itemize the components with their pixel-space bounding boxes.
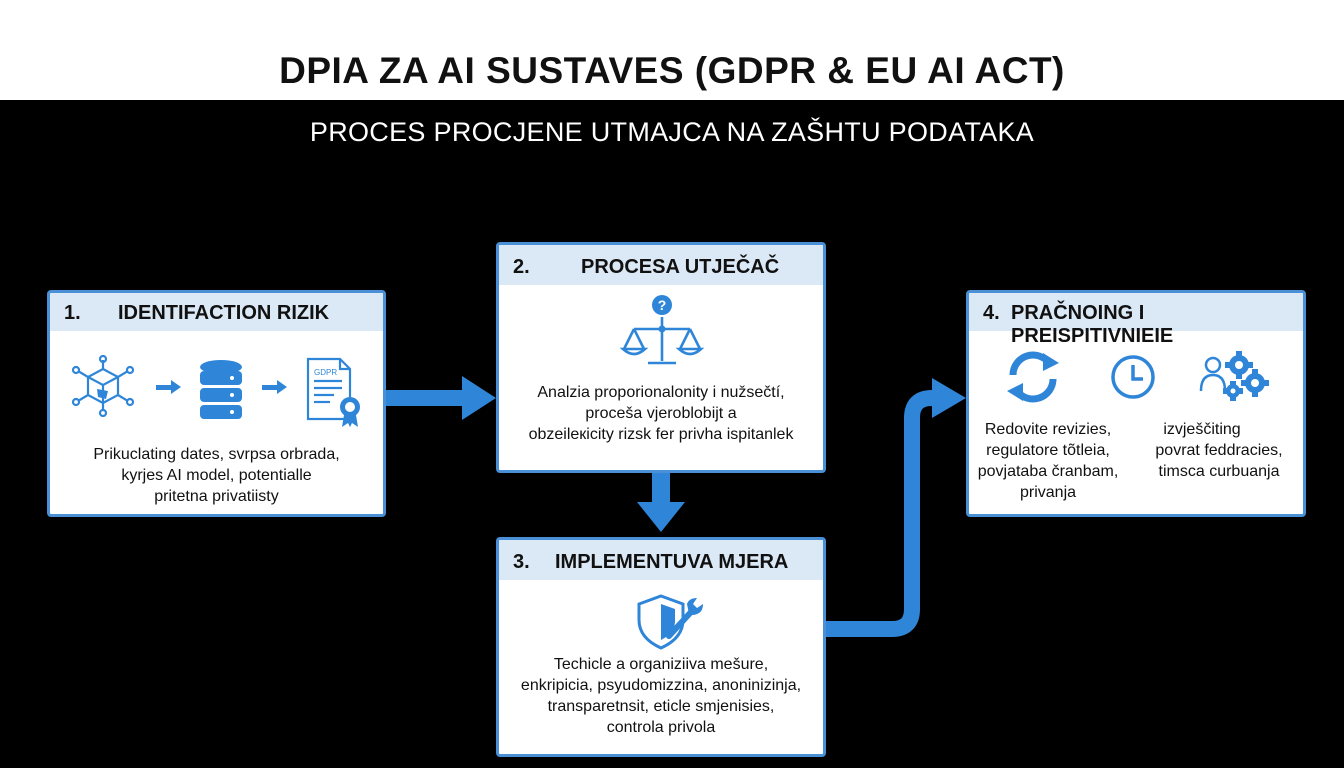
- step-number: 4.: [983, 302, 1000, 324]
- step-card-3: 3. IMPLEMENTUVA MJERA Techicle a organiz…: [496, 537, 826, 757]
- shield-wrench-icon: [637, 594, 703, 650]
- text-line: privanja: [1019, 484, 1077, 501]
- text-line: Redovite revizies,: [984, 421, 1112, 438]
- scales-question-icon: ?: [620, 295, 704, 365]
- step-title: IMPLEMENTUVA MJERA: [555, 551, 789, 573]
- step-number: 2.: [513, 256, 530, 278]
- text-line: enkripicia, psyudomizzina, anoninizinja,: [520, 677, 802, 694]
- step-card-1: 1. IDENTIFACTION RIZIK: [47, 290, 386, 517]
- text-line: Prikuclating dates, svrpsa orbrada,: [93, 446, 340, 463]
- text-line: povjataba čranbam,: [977, 463, 1119, 480]
- refresh-cycle-icon: [1007, 351, 1059, 403]
- step-card-4: 4. PRAČNOING I PREISPITIVNIEIE: [966, 290, 1306, 517]
- step-title: IDENTIFACTION RIZIK: [118, 302, 330, 324]
- text-line: pritetna privatiisty: [154, 488, 279, 505]
- arrow-right-icon: [262, 380, 287, 394]
- step-number: 3.: [513, 551, 530, 573]
- document-caption: GDPR: [314, 368, 337, 377]
- step-description-right: izvješčiting povrat feddracies, timsca c…: [1139, 419, 1299, 482]
- text-line: controla privola: [606, 719, 716, 736]
- arrow-step1-to-step2: [386, 376, 496, 420]
- step-header: 2. PROCESA UTJEČAČ: [499, 245, 823, 285]
- text-line: povrat feddracies,: [1155, 442, 1283, 459]
- step-header: 4. PRAČNOING I PREISPITIVNIEIE: [969, 293, 1303, 347]
- step-title: PRAČNOING I PREISPITIVNIEIE: [1011, 302, 1174, 347]
- step-title: PROCESA UTJEČAČ: [581, 256, 780, 278]
- step-description-left: Redovite revizies, regulatore tõtleia, p…: [969, 419, 1127, 503]
- text-line: Techicle a organiziiva mešure,: [553, 656, 769, 673]
- arrow-right-icon: [156, 380, 181, 394]
- svg-text:?: ?: [658, 297, 667, 313]
- step-card-2: 2. PROCESA UTJEČAČ ? Analzia proporional…: [496, 242, 826, 473]
- step-number: 1.: [64, 302, 81, 324]
- step-description: Prikuclating dates, svrpsa orbrada, kyrj…: [50, 444, 383, 507]
- text-line: Analzia proporionalonity i nužsečtí,: [537, 384, 785, 401]
- step-description: Techicle a organiziiva mešure, enkripici…: [499, 654, 823, 738]
- clock-icon: [1111, 355, 1155, 399]
- page-title: DPIA ZA AI SUSTAVES (GDPR & EU AI ACT): [279, 50, 1065, 91]
- step-header: 1. IDENTIFACTION RIZIK: [50, 293, 383, 331]
- ai-chip-network-icon: [71, 355, 135, 417]
- text-line: regulatore tõtleia,: [986, 442, 1110, 459]
- arrow-step3-to-step4: [826, 378, 966, 637]
- arrow-step2-to-step3: [637, 472, 685, 532]
- text-line: kyrjes AI model, potentialle: [121, 467, 312, 484]
- text-line: proceša vjeroblobijt a: [585, 405, 737, 422]
- step-description: Analzia proporionalonity i nužsečtí, pro…: [499, 382, 823, 445]
- page-subtitle: PROCES PROCJENE UTMAJCA NA ZAŠHTU PODATA…: [309, 117, 1035, 147]
- text-line: transparetnsit, eticle smjenisies,: [547, 698, 775, 715]
- text-line: izvješčiting: [1163, 421, 1241, 438]
- text-line: obzeileкicity rizsk fer privha ispitanle…: [528, 426, 794, 443]
- team-gears-icon: [1199, 351, 1269, 401]
- document-certificate-icon: GDPR: [306, 357, 360, 427]
- database-icon: [200, 360, 242, 419]
- step-header: 3. IMPLEMENTUVA MJERA: [499, 540, 823, 580]
- text-line: timsca curbuanja: [1158, 463, 1280, 480]
- title-band: [0, 0, 1344, 100]
